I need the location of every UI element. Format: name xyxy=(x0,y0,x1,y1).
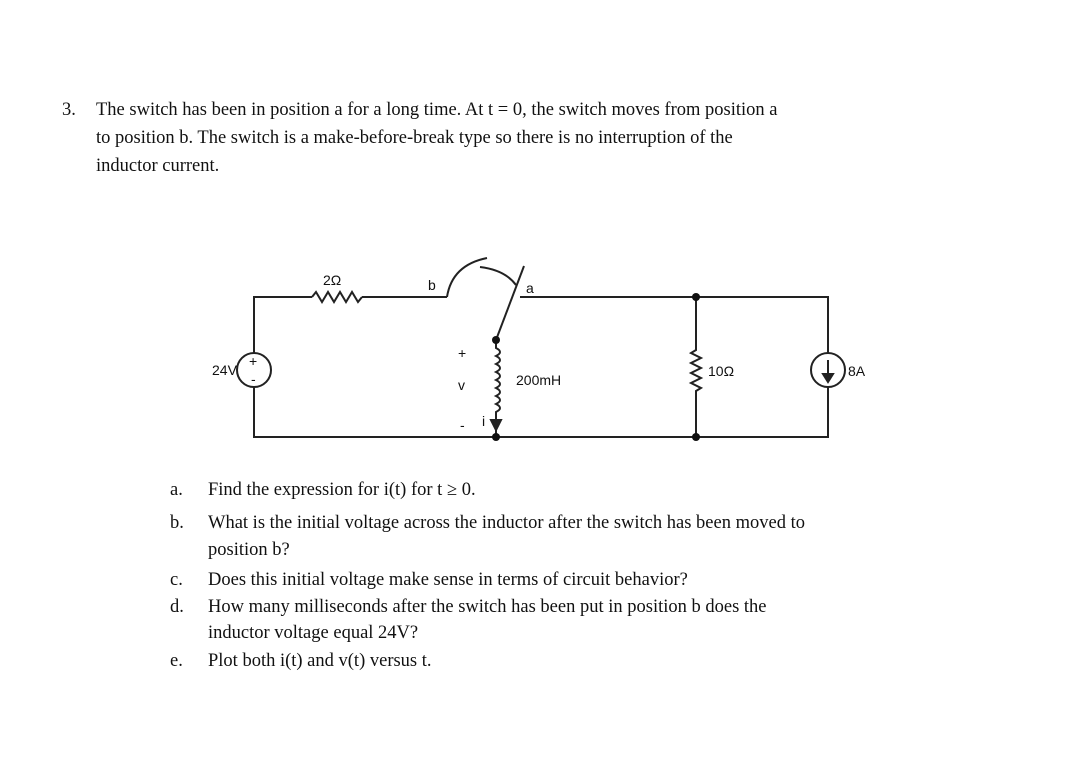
switch-arc xyxy=(479,266,517,286)
label-a: a xyxy=(526,280,534,296)
question-a-letter: a. xyxy=(170,480,183,500)
arrow-head-icon xyxy=(821,373,835,384)
question-a: Find the expression for i(t) for t ≥ 0. xyxy=(208,480,476,500)
label-v: v xyxy=(458,377,465,393)
question-e: Plot both i(t) and v(t) versus t. xyxy=(208,651,432,671)
question-d-line-1: How many milliseconds after the switch h… xyxy=(208,597,767,617)
question-c: Does this initial voltage make sense in … xyxy=(208,570,688,590)
label-10ohm: 10Ω xyxy=(708,363,734,379)
wire-left-top xyxy=(253,296,447,353)
node xyxy=(692,293,700,301)
label-2ohm: 2Ω xyxy=(323,272,341,288)
question-d-line-2: inductor voltage equal 24V? xyxy=(208,623,419,643)
question-c-letter: c. xyxy=(170,570,183,590)
question-b-line-1: What is the initial voltage across the i… xyxy=(208,513,805,533)
label-200mH: 200mH xyxy=(516,372,561,388)
problem-line-2: to position b. The switch is a make-befo… xyxy=(96,128,733,148)
question-b-letter: b. xyxy=(170,513,184,533)
label-8a: 8A xyxy=(848,363,866,379)
switch-contact-b-arc xyxy=(446,257,488,298)
question-e-letter: e. xyxy=(170,651,183,671)
source-plus: + xyxy=(249,353,257,369)
resistor-10ohm xyxy=(688,297,704,437)
resistor-2ohm xyxy=(311,290,363,304)
current-arrow-icon xyxy=(489,419,503,433)
node xyxy=(492,433,500,441)
node xyxy=(492,336,500,344)
label-i: i xyxy=(482,413,485,429)
question-b-line-2: position b? xyxy=(208,540,290,560)
source-minus: - xyxy=(251,371,256,387)
problem-line-1: The switch has been in position a for a … xyxy=(96,100,778,120)
label-v-plus: + xyxy=(458,345,466,361)
label-v-minus: - xyxy=(460,417,465,433)
voltage-source xyxy=(236,352,272,388)
label-24v: 24V xyxy=(212,362,238,378)
wire-right-top xyxy=(520,296,829,353)
label-b: b xyxy=(428,277,436,293)
question-d-letter: d. xyxy=(170,597,184,617)
switch-blade xyxy=(495,265,525,341)
inductor-200mH xyxy=(493,340,501,437)
problem-number: 3. xyxy=(62,100,76,120)
problem-line-3: inductor current. xyxy=(96,156,220,176)
current-source xyxy=(810,352,846,388)
wire-bottom xyxy=(253,387,829,438)
node xyxy=(692,433,700,441)
